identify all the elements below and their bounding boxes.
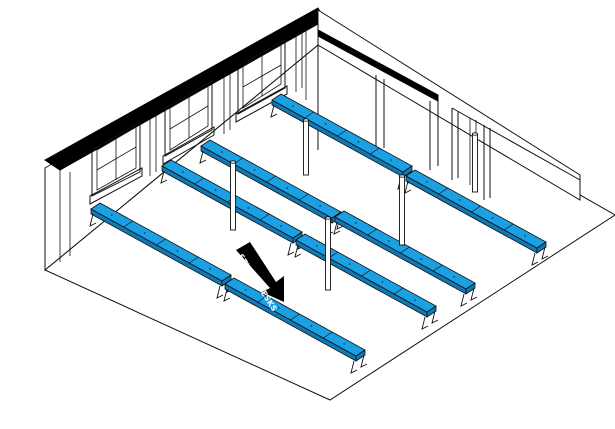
column-4 xyxy=(325,216,331,291)
desk-dot xyxy=(280,225,283,227)
desk-dot xyxy=(390,159,393,161)
desk-leg xyxy=(199,150,207,164)
desk-seam xyxy=(257,295,267,303)
window-1 xyxy=(89,121,143,205)
desk-seam xyxy=(290,313,300,321)
desk-dot xyxy=(247,207,250,209)
desk-dot xyxy=(176,250,179,252)
desk-dot xyxy=(110,214,113,216)
desk-leg xyxy=(216,285,224,299)
desk-seam xyxy=(438,187,448,195)
desk-leg xyxy=(421,316,429,330)
desk-seam xyxy=(394,287,404,295)
column-1 xyxy=(303,118,309,176)
desk-dot xyxy=(253,169,256,171)
desk-dot xyxy=(524,235,527,237)
desk-seam xyxy=(370,147,380,155)
desk-leg xyxy=(294,244,302,258)
desk-dot xyxy=(414,299,417,301)
desk-dot xyxy=(324,123,327,125)
desk-seam xyxy=(189,256,199,264)
column-3 xyxy=(399,174,405,246)
desk-leg xyxy=(89,213,97,227)
desk-leg xyxy=(160,170,168,184)
desk-seam xyxy=(156,238,166,246)
callout-arrow xyxy=(236,242,284,302)
desk-dot xyxy=(214,189,217,191)
column-2 xyxy=(230,160,236,231)
desk-leg xyxy=(541,246,549,260)
desk-dot xyxy=(244,289,247,291)
desk-leg xyxy=(460,293,468,307)
desk-seam xyxy=(123,220,133,228)
desk-seam xyxy=(367,228,377,236)
desk-leg xyxy=(531,252,539,266)
desk-dot xyxy=(315,245,318,247)
desk-dot xyxy=(458,199,461,201)
desk-dot xyxy=(348,263,351,265)
desk-seam xyxy=(304,111,314,119)
desk-dot xyxy=(343,343,346,345)
desk-dot xyxy=(277,307,280,309)
desk-dot xyxy=(491,217,494,219)
column-group xyxy=(230,118,478,291)
desk-row-4 xyxy=(89,202,234,299)
desk-seam xyxy=(323,331,333,339)
desk-leg xyxy=(270,104,278,118)
desk-leg xyxy=(360,354,368,368)
desk-dot xyxy=(181,171,184,173)
desk-dot xyxy=(381,281,384,283)
desk-dot xyxy=(387,240,390,242)
desk-seam xyxy=(361,269,371,277)
desk-dot xyxy=(209,268,212,270)
window-2 xyxy=(162,80,215,165)
desk-seam xyxy=(504,223,514,231)
desk-dot xyxy=(357,141,360,143)
desk-dot xyxy=(286,187,289,189)
desk-dot xyxy=(220,151,223,153)
desk-leg xyxy=(350,360,358,374)
desk-group xyxy=(89,93,549,374)
column-5 xyxy=(472,132,478,193)
desk-seam xyxy=(433,264,443,272)
desk-seam xyxy=(400,246,410,254)
desk-row-8 xyxy=(223,277,368,374)
desk-row-6 xyxy=(333,210,478,307)
desk-seam xyxy=(337,129,347,137)
window-3 xyxy=(235,39,288,123)
desk-dot xyxy=(319,205,322,207)
desk-dot xyxy=(354,222,357,224)
desk-seam xyxy=(266,175,276,183)
desk-seam xyxy=(194,177,204,185)
desk-seam xyxy=(260,213,270,221)
desk-dot xyxy=(310,325,313,327)
desk-dot xyxy=(453,276,456,278)
desk-dot xyxy=(291,105,294,107)
desk-leg xyxy=(223,288,231,302)
desk-leg xyxy=(431,310,439,324)
desk-dot xyxy=(420,258,423,260)
desk-row-5 xyxy=(404,169,549,266)
desk-leg xyxy=(333,221,341,235)
desk-leg xyxy=(404,180,412,194)
desk-leg xyxy=(470,287,478,301)
desk-leg xyxy=(287,242,295,256)
desk-dot xyxy=(143,232,146,234)
desk-seam xyxy=(471,205,481,213)
desk-dot xyxy=(425,181,428,183)
desk-seam xyxy=(299,193,309,201)
right-wall xyxy=(305,9,581,201)
